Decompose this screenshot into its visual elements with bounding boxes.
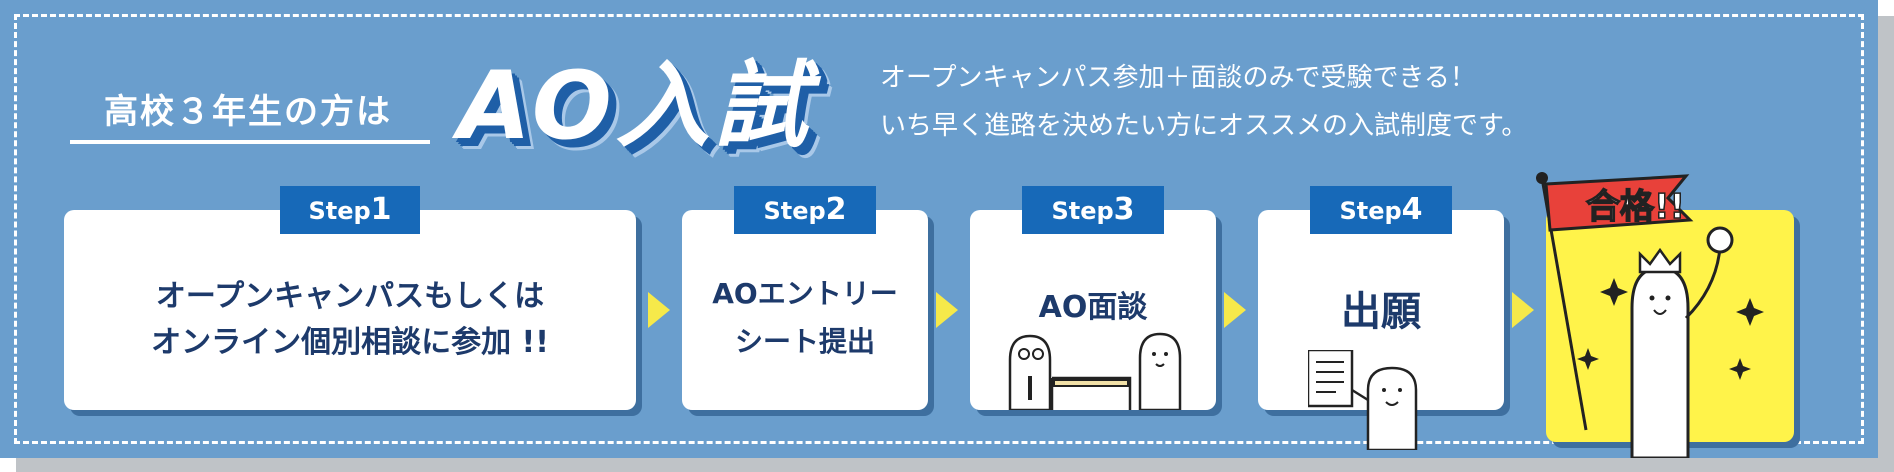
flag-text: 合格!! xyxy=(1586,187,1685,227)
crown-icon xyxy=(1638,247,1682,274)
description-line-2: いち早く進路を決めたい方にオススメの入試制度です。 xyxy=(880,111,1528,141)
document-icon xyxy=(1308,350,1354,408)
step-2-line-1: AOエントリー xyxy=(712,277,898,310)
step-1-tag-word: Step xyxy=(308,197,371,225)
step-4-card: Step4 出願 xyxy=(1258,186,1504,450)
interview-illustration xyxy=(1008,332,1182,410)
arrow-right-icon xyxy=(1224,292,1246,328)
arrow-right-icon xyxy=(1512,292,1534,328)
arrow-right-icon xyxy=(648,292,670,328)
banner-frame: 高校３年生の方は AO入試 オープンキャンパス参加＋面談のみで受験できる！ いち… xyxy=(0,0,1878,458)
raised-fist-icon xyxy=(1706,226,1734,254)
step-3-card: Step3 AO面談 xyxy=(970,186,1216,410)
step-2-card: Step2 AOエントリー シート提出 xyxy=(682,186,928,410)
step-1-description: オープンキャンパスもしくは オンライン個別相談に参加 !! xyxy=(74,274,626,366)
step-2-tag-number: 2 xyxy=(825,192,847,227)
step-3-description: AO面談 xyxy=(1038,290,1148,325)
step-4-tag: Step4 xyxy=(1310,186,1452,234)
step-2-line-2: シート提出 xyxy=(734,325,875,358)
step-2-tag: Step2 xyxy=(734,186,876,234)
flag-text-group: 合格!! xyxy=(1585,186,1686,228)
step-2-tag-word: Step xyxy=(763,197,826,225)
step-1-line-2: オンライン個別相談に参加 !! xyxy=(151,325,549,360)
flagpole-top-icon xyxy=(1536,172,1548,184)
ao-exam-title: AO入試 xyxy=(458,52,812,161)
step-1-tag-number: 1 xyxy=(370,192,392,227)
step-4-tag-number: 4 xyxy=(1401,192,1423,227)
sparkle-icon xyxy=(1736,298,1764,326)
step-4-tag-word: Step xyxy=(1339,197,1402,225)
step-3-tag-word: Step xyxy=(1051,197,1114,225)
dashed-border xyxy=(14,14,1864,444)
step-3-tag-number: 3 xyxy=(1113,192,1135,227)
student-figure xyxy=(1138,332,1182,410)
sparkle-icon xyxy=(1600,278,1628,306)
step-1-tag: Step1 xyxy=(280,186,420,234)
applicant-figure xyxy=(1366,366,1418,450)
application-illustration xyxy=(1308,350,1418,450)
step-3-tag: Step3 xyxy=(1022,186,1164,234)
arrow-right-icon xyxy=(936,292,958,328)
step-1-card: Step1 オープンキャンパスもしくは オンライン個別相談に参加 !! xyxy=(64,186,636,410)
pass-flag-illustration: 合格!! xyxy=(1536,172,1764,458)
sparkle-icon xyxy=(1729,358,1751,380)
step-2-description: AOエントリー シート提出 xyxy=(688,270,922,366)
celebrating-figure xyxy=(1630,266,1690,458)
heading-prefix: 高校３年生の方は xyxy=(104,92,392,132)
sparkle-icon xyxy=(1577,348,1599,370)
flag-icon xyxy=(1544,174,1694,232)
step-1-line-1: オープンキャンパスもしくは xyxy=(155,279,545,314)
glasses-icon xyxy=(1018,348,1030,360)
heading-underline xyxy=(70,140,430,144)
description-line-1: オープンキャンパス参加＋面談のみで受験できる！ xyxy=(880,63,1476,93)
step-4-description: 出願 xyxy=(1341,289,1421,335)
